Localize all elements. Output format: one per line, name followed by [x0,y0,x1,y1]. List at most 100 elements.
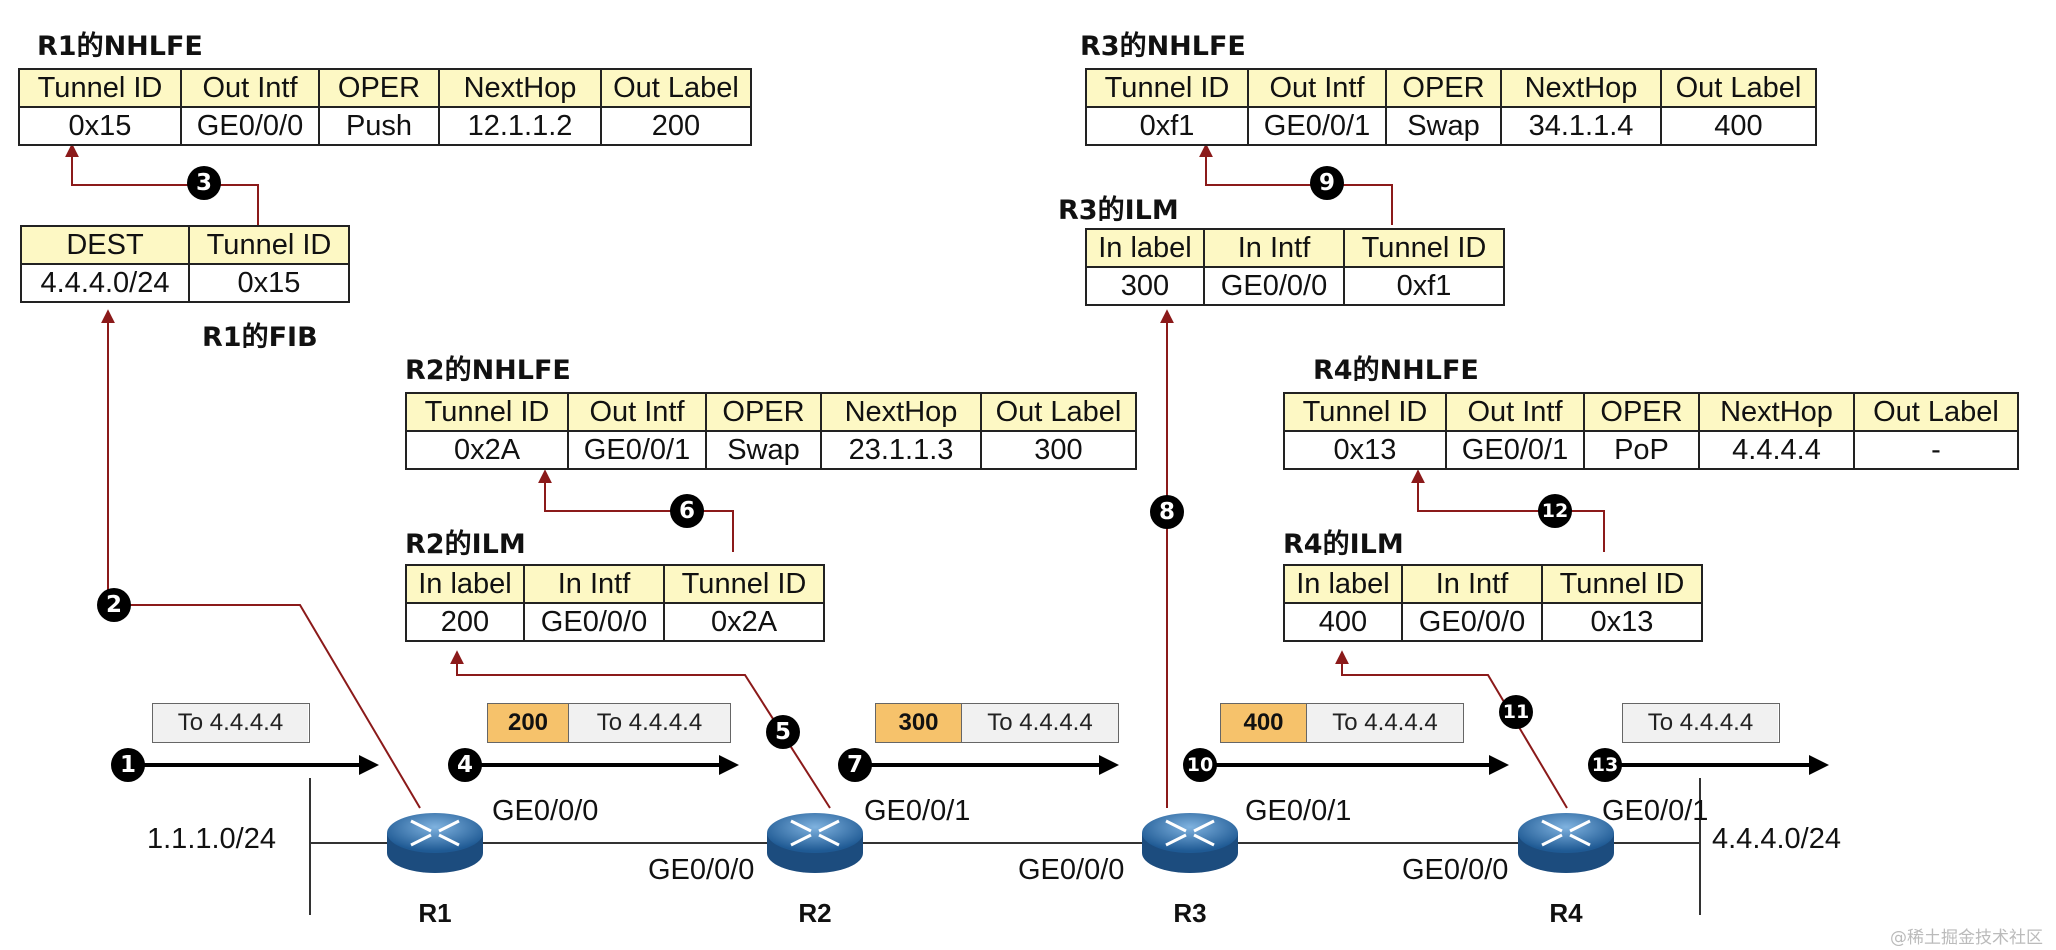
packet-label: 400 [1221,704,1307,742]
router-name-r1: R1 [418,898,452,928]
r2-ilm-title: R2的ILM [405,529,526,560]
header-cell: Tunnel ID [188,225,350,265]
header-cell: Tunnel ID [1085,68,1249,108]
header-cell: OPER [705,392,822,432]
step-marker-11: 11 [1499,695,1533,729]
header-cell: In label [1283,564,1403,604]
value-cell: Swap [1385,106,1502,146]
r1-fib-table: DEST Tunnel ID 4.4.4.0/24 0x15 [20,225,350,303]
network-left: 1.1.1.0/24 [147,823,276,855]
value-cell: 200 [405,602,525,642]
step-marker-1: 1 [111,748,145,782]
step-marker-10: 10 [1183,748,1217,782]
header-cell: NextHop [1500,68,1662,108]
r4-nhlfe-title: R4的NHLFE [1313,355,1479,386]
header-cell: In Intf [1203,228,1345,268]
r4-ilm-table: In label In Intf Tunnel ID 400 GE0/0/0 0… [1283,564,1703,642]
router-icon [410,819,460,847]
value-cell: 23.1.1.3 [820,430,982,470]
value-cell: 0x15 [188,263,350,303]
packet-label: 300 [876,704,962,742]
header-cell: OPER [318,68,440,108]
packet-10: 400 To 4.4.4.4 [1220,703,1464,743]
header-cell: DEST [20,225,190,265]
header-cell: In Intf [1401,564,1543,604]
value-cell: PoP [1583,430,1700,470]
header-cell: Out Label [1853,392,2019,432]
connector-fib-to-nhlfe [65,143,259,225]
r2-nhlfe-table: Tunnel ID Out Intf OPER NextHop Out Labe… [405,392,1137,470]
value-cell: GE0/0/0 [523,602,665,642]
header-cell: Out Label [1660,68,1817,108]
interface-label-r2-ge000: GE0/0/0 [648,854,755,886]
header-cell: NextHop [438,68,602,108]
connector-r2-ilm-to-nhlfe [538,469,734,552]
value-cell: 0xf1 [1085,106,1249,146]
network-right: 4.4.4.0/24 [1712,823,1841,855]
header-cell: Tunnel ID [1283,392,1447,432]
interface-label-r2-ge001: GE0/0/1 [864,795,971,827]
header-cell: Tunnel ID [1343,228,1505,268]
packet-destination: To 4.4.4.4 [1623,704,1778,742]
value-cell: 200 [600,106,752,146]
header-cell: In label [1085,228,1205,268]
router-r1[interactable] [387,813,483,873]
router-r4[interactable] [1518,813,1614,873]
header-cell: Out Intf [567,392,707,432]
value-cell: GE0/0/1 [567,430,707,470]
step-marker-9: 9 [1310,166,1344,200]
value-cell: 300 [980,430,1137,470]
value-cell: Swap [705,430,822,470]
packet-destination: To 4.4.4.4 [1307,704,1463,742]
interface-label-r1-ge000: GE0/0/0 [492,795,599,827]
header-cell: Tunnel ID [405,392,569,432]
router-icon [790,819,840,847]
r3-nhlfe-title: R3的NHLFE [1080,31,1246,62]
header-cell: Out Label [600,68,752,108]
packet-label: 200 [488,704,569,742]
value-cell: 0x13 [1541,602,1703,642]
packet-destination: To 4.4.4.4 [153,704,308,742]
interface-label-r4-ge001: GE0/0/1 [1602,795,1709,827]
value-cell: 34.1.1.4 [1500,106,1662,146]
step-marker-6: 6 [670,494,704,528]
value-cell: Push [318,106,440,146]
value-cell: 0x15 [18,106,182,146]
header-cell: OPER [1385,68,1502,108]
router-r3[interactable] [1142,813,1238,873]
header-cell: Tunnel ID [1541,564,1703,604]
value-cell: 4.4.4.0/24 [20,263,190,303]
header-cell: Out Intf [180,68,320,108]
r1-nhlfe-table: Tunnel ID Out Intf OPER NextHop Out Labe… [18,68,752,146]
value-cell: 4.4.4.4 [1698,430,1855,470]
packet-7: 300 To 4.4.4.4 [875,703,1119,743]
connector-r3-ilm-to-nhlfe [1199,143,1393,225]
step-marker-7: 7 [838,748,872,782]
packet-1: To 4.4.4.4 [152,703,310,743]
r3-ilm-title: R3的ILM [1058,195,1179,226]
connector-r1-to-fib [101,309,421,809]
step-marker-13: 13 [1588,748,1622,782]
step-marker-4: 4 [448,748,482,782]
r3-nhlfe-table: Tunnel ID Out Intf OPER NextHop Out Labe… [1085,68,1817,146]
router-r2[interactable] [767,813,863,873]
connector-r4-ilm-to-nhlfe [1411,469,1605,552]
value-cell: 400 [1283,602,1403,642]
interface-label-r4-ge000: GE0/0/0 [1402,854,1509,886]
interface-label-r3-ge000: GE0/0/0 [1018,854,1125,886]
r1-fib-title: R1的FIB [202,322,318,353]
r2-nhlfe-title: R2的NHLFE [405,355,571,386]
step-marker-8: 8 [1150,495,1184,529]
header-cell: Out Intf [1247,68,1387,108]
r3-ilm-table: In label In Intf Tunnel ID 300 GE0/0/0 0… [1085,228,1505,306]
value-cell: GE0/0/0 [180,106,320,146]
router-name-r4: R4 [1549,898,1583,928]
value-cell: 12.1.1.2 [438,106,602,146]
r4-ilm-title: R4的ILM [1283,529,1404,560]
step-marker-3: 3 [187,166,221,200]
value-cell: 0x2A [405,430,569,470]
router-name-r3: R3 [1173,898,1207,928]
value-cell: 0xf1 [1343,266,1505,306]
header-cell: OPER [1583,392,1700,432]
